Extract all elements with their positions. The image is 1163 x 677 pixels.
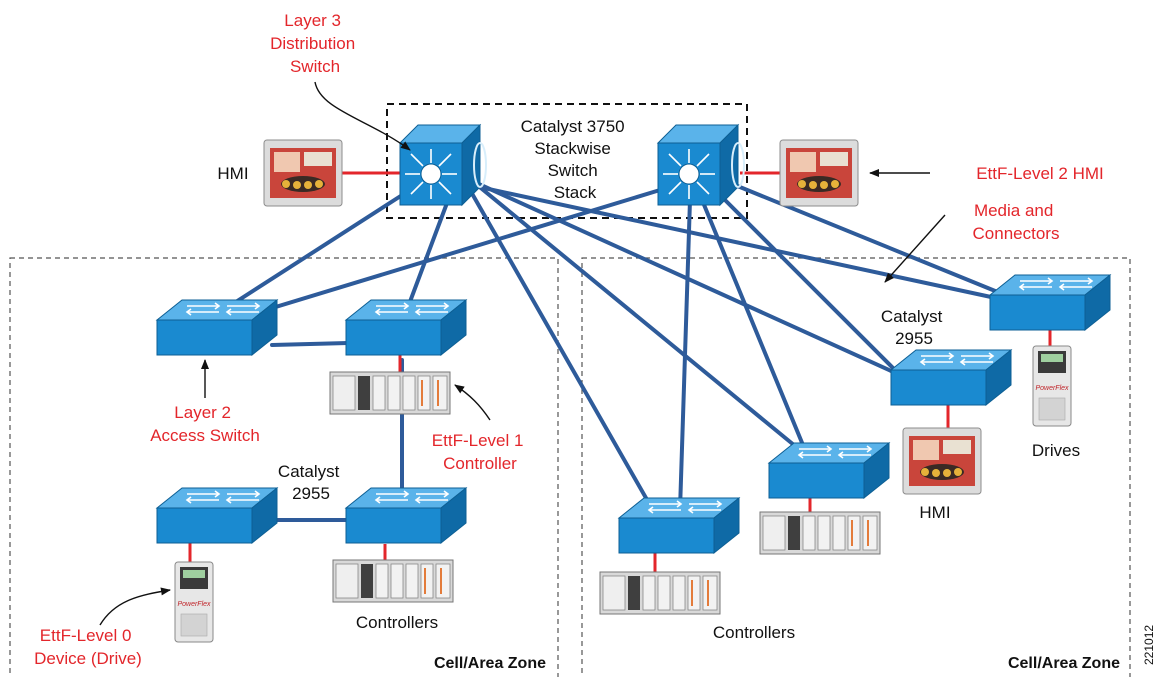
- annotation-arrows: [99, 81, 946, 626]
- layer3-switch-left: [399, 124, 487, 206]
- catalyst2955-left-label-line1: Catalyst: [278, 462, 340, 481]
- layer2-access-switch-label: Layer 2 Access Switch: [150, 403, 260, 445]
- media-connectors-label-line1: Media and: [974, 201, 1053, 220]
- figure-id: 221012: [1142, 625, 1156, 665]
- access-switch-catalyst2955-right: [890, 349, 1012, 406]
- cell-area-zone-right-label: Cell/Area Zone: [1008, 655, 1120, 672]
- cell-area-zone-left-label: Cell/Area Zone: [434, 655, 546, 672]
- drive-right-icon: [1032, 345, 1072, 427]
- hmi-right-icon: [902, 427, 982, 495]
- ettf-level1-controller-label-line1: EttF-Level 1: [432, 431, 524, 450]
- layer3-switch-label-line3: Switch: [290, 57, 340, 76]
- layer3-switch-label-line1: Layer 3: [284, 11, 341, 30]
- layer2-access-switch-label-line1: Layer 2: [174, 403, 231, 422]
- catalyst2955-right-label-line1: Catalyst: [881, 307, 943, 326]
- controllers-mid-icon: [759, 511, 881, 555]
- ettf-level1-controller-label: EttF-Level 1 Controller: [432, 431, 528, 473]
- controllers-left-icon: [332, 559, 454, 603]
- cell-area-zone-right-border: [581, 257, 1131, 677]
- catalyst3750-label-line1: Catalyst 3750: [521, 117, 625, 136]
- access-switch-right-mid: [768, 442, 890, 499]
- drives-label: Drives: [1032, 441, 1080, 460]
- catalyst3750-label: Catalyst 3750 Stackwise Switch Stack: [521, 117, 630, 202]
- catalyst2955-left-label-line2: 2955: [292, 484, 330, 503]
- catalyst2955-left-label: Catalyst 2955: [278, 462, 344, 503]
- media-connectors-label: Media and Connectors: [973, 201, 1060, 243]
- controllers-right-icon: [599, 571, 721, 615]
- ettf-level0-device-label-line2: Device (Drive): [34, 649, 142, 668]
- hmi-left-icon: [263, 139, 343, 207]
- ettf-level0-device-label: EttF-Level 0 Device (Drive): [34, 626, 142, 668]
- hmi-level2-icon: [779, 139, 859, 207]
- access-switch-bottom-left: [156, 487, 278, 544]
- layer3-switch-right: [657, 124, 745, 206]
- layer3-switch-label-line2: Distribution: [270, 34, 355, 53]
- layer3-switch-label: Layer 3 Distribution Switch: [270, 11, 360, 76]
- access-switch-right-bottom: [618, 497, 740, 554]
- media-connectors-label-line2: Connectors: [973, 224, 1060, 243]
- controller-level1-icon: [329, 371, 451, 415]
- catalyst2955-right-label: Catalyst 2955: [881, 307, 947, 348]
- access-switch-top-left: [156, 299, 278, 356]
- controllers-right-label: Controllers: [713, 623, 795, 642]
- catalyst2955-right-label-line2: 2955: [895, 329, 933, 348]
- ettf-level2-hmi-label: EttF-Level 2 HMI: [976, 164, 1104, 183]
- controllers-left-label: Controllers: [356, 613, 438, 632]
- access-switch-bottom-mid: [345, 487, 467, 544]
- hmi-left-label: HMI: [217, 164, 248, 183]
- cell-area-zone-left-border: [9, 257, 559, 677]
- access-switch-top-mid: [345, 299, 467, 356]
- layer2-access-switch-label-line2: Access Switch: [150, 426, 260, 445]
- catalyst3750-label-line2: Stackwise: [534, 139, 611, 158]
- drive-level0-icon: [174, 561, 214, 643]
- catalyst3750-label-line3: Switch: [548, 161, 598, 180]
- ettf-level1-controller-label-line2: Controller: [443, 454, 517, 473]
- catalyst3750-label-line4: Stack: [554, 183, 597, 202]
- ettf-level0-device-label-line1: EttF-Level 0: [40, 626, 132, 645]
- device-links: [188, 171, 1052, 572]
- access-switch-drives: [989, 274, 1111, 331]
- hmi-right-label: HMI: [919, 503, 950, 522]
